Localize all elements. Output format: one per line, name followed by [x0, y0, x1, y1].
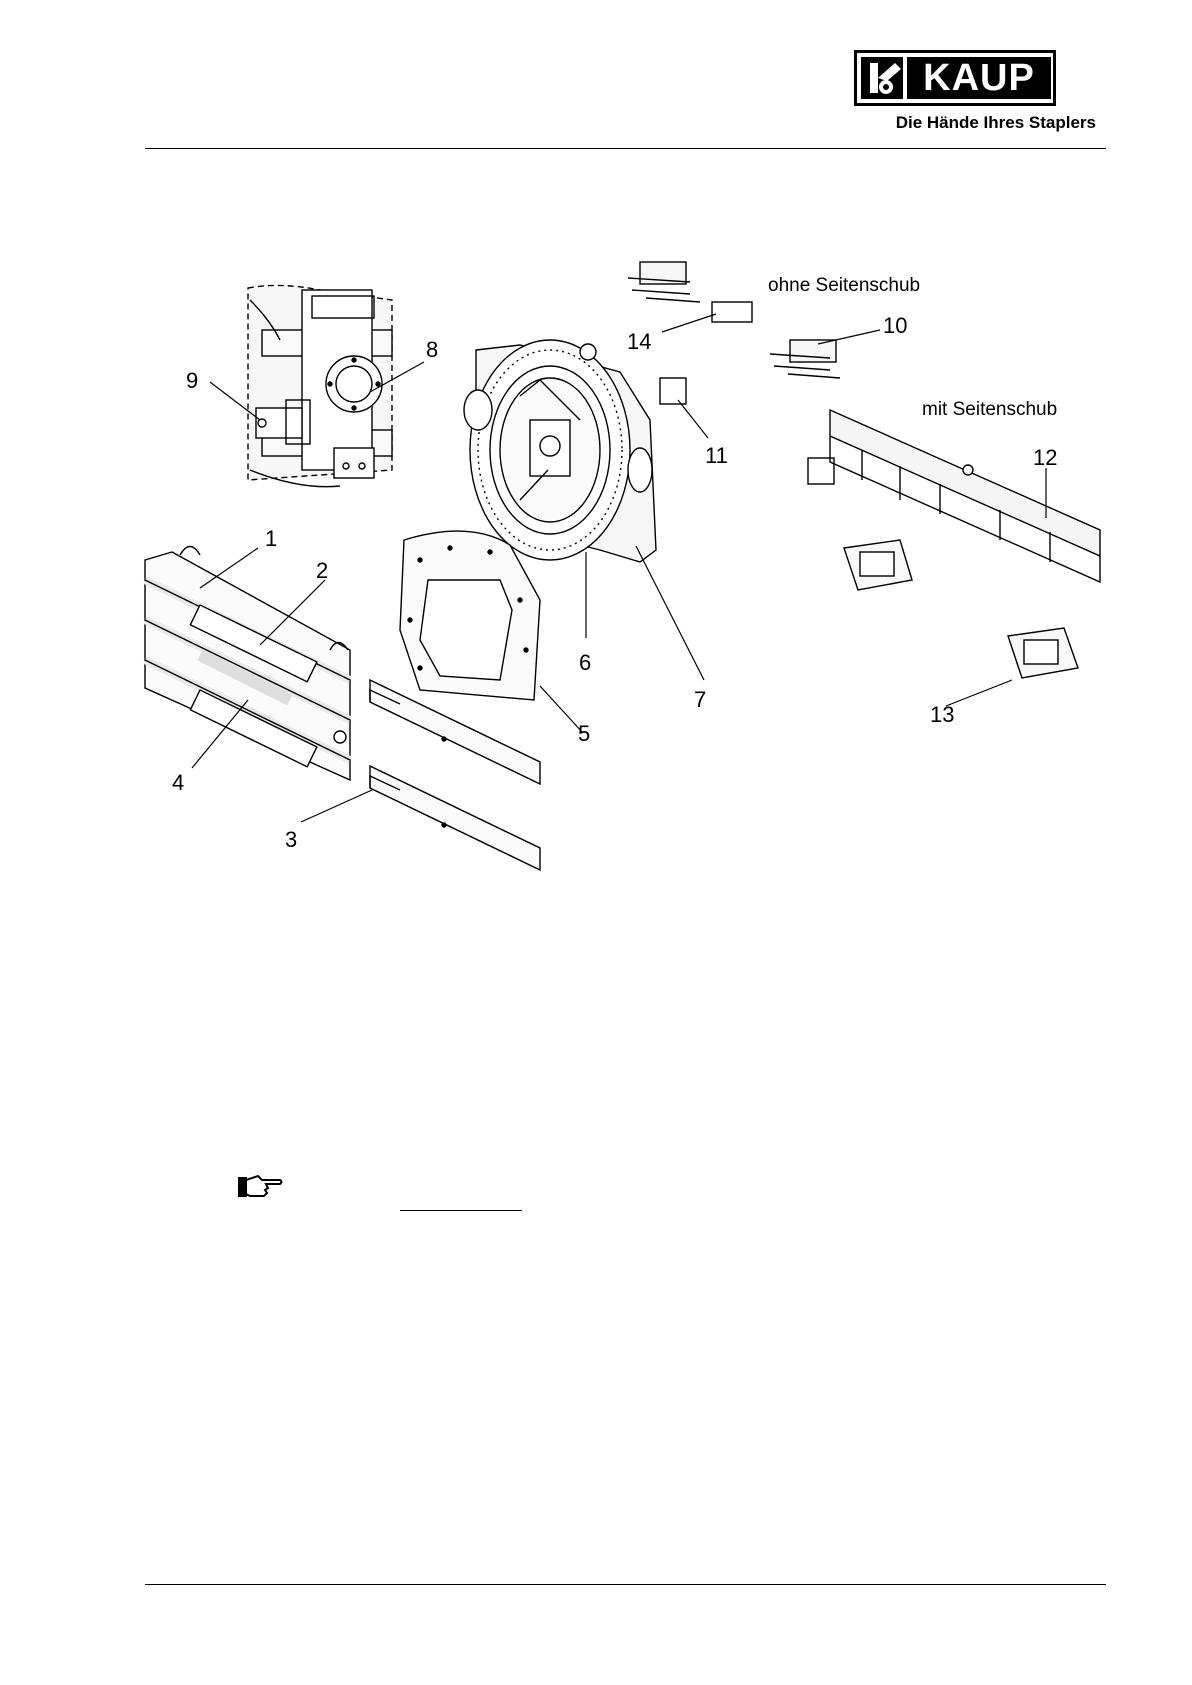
callout-7: 7 [694, 687, 706, 712]
callout-10: 10 [883, 313, 907, 338]
callout-13: 13 [930, 702, 954, 727]
fork-profiles [370, 680, 540, 870]
callout-1: 1 [265, 526, 277, 551]
callout-9: 9 [186, 368, 198, 393]
callout-12: 12 [1033, 445, 1057, 470]
callout-11: 11 [705, 443, 728, 468]
mounting-ring [400, 531, 540, 700]
callout-3: 3 [285, 827, 297, 852]
blank-underline [400, 1210, 522, 1211]
callout-6: 6 [579, 650, 591, 675]
note-without-sideshift: ohne Seitenschub [768, 275, 920, 296]
callout-4: 4 [172, 770, 184, 795]
rotator-assembly [464, 340, 656, 562]
callout-8: 8 [426, 337, 438, 362]
footer-rule [145, 1584, 1106, 1585]
bearing-blocks [844, 540, 1078, 678]
pointing-hand-icon [238, 1172, 284, 1200]
note-with-sideshift: mit Seitenschub [922, 399, 1057, 420]
callout-14: 14 [627, 329, 651, 354]
callout-5: 5 [578, 721, 590, 746]
callout-2: 2 [316, 558, 328, 583]
carriage-assembly [248, 285, 392, 486]
